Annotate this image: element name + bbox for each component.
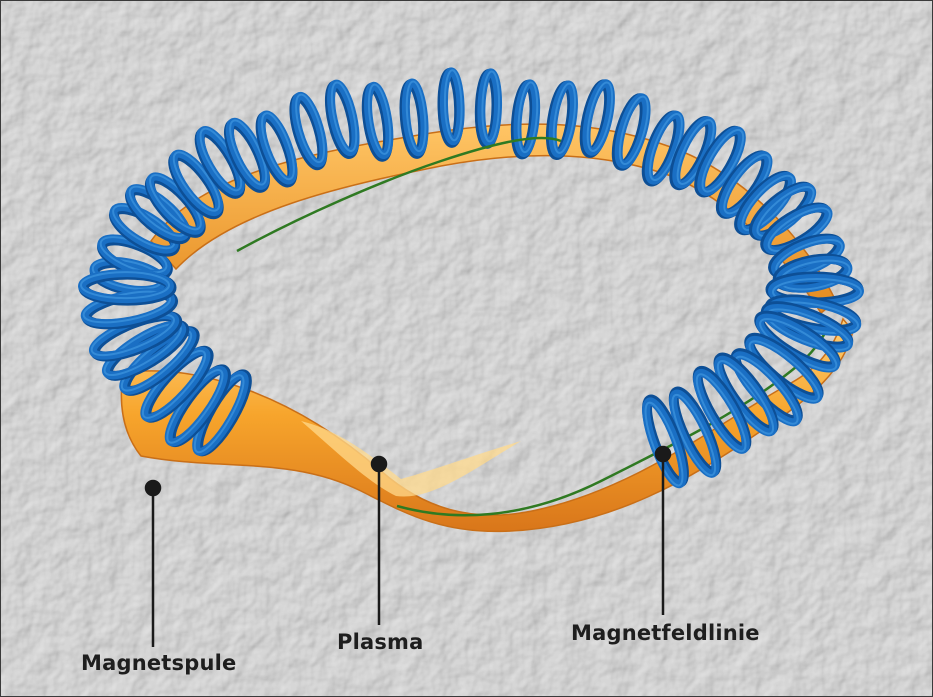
- label-plasma: Plasma: [337, 630, 424, 654]
- label-magnetfeldlinie: Magnetfeldlinie: [571, 621, 760, 645]
- label-magnetspule: Magnetspule: [81, 651, 236, 675]
